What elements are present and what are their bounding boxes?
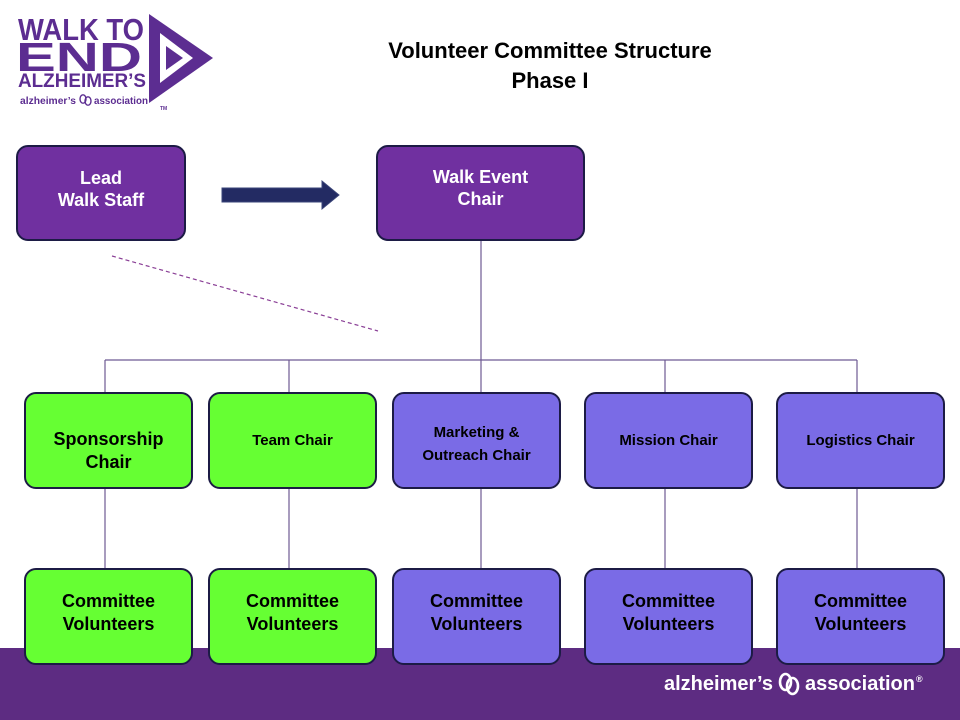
marketing-committee-volunteers-box: Committee Volunteers xyxy=(392,568,561,665)
walk-event-chair-box: Walk Event Chair xyxy=(376,145,585,241)
dashed-relation-line xyxy=(111,255,379,332)
committee-volunteers-line-2: Volunteers xyxy=(430,613,523,634)
logo-alzheimers-text: ALZHEIMER’S xyxy=(18,71,146,92)
committee-volunteers-line-1: Committee xyxy=(245,590,339,611)
logo-tagline-left: alzheimer’s xyxy=(20,96,76,107)
sponsorship-chair-line-1: Sponsorship xyxy=(53,428,164,449)
slide-title: Volunteer Committee Structure Phase I xyxy=(300,36,800,96)
committee-volunteers-line-1: Committee xyxy=(429,590,523,611)
logo-end-text: END xyxy=(16,34,142,80)
lead-walk-staff-line-1: Lead xyxy=(79,168,122,188)
committee-volunteers-line-2: Volunteers xyxy=(622,613,715,634)
triangle-inner-path xyxy=(166,46,183,70)
walk-event-chair-line-1: Walk Event xyxy=(432,167,529,187)
mission-committee-volunteers-box: Committee Volunteers xyxy=(584,568,753,665)
committee-volunteers-line-1: Committee xyxy=(61,590,155,611)
committee-volunteers-line-2: Volunteers xyxy=(246,613,339,634)
committee-volunteers-line-1: Committee xyxy=(813,590,907,611)
association-loops-icon xyxy=(79,94,92,106)
sponsorship-chair-box: Sponsorship Chair xyxy=(24,392,193,489)
logistics-chair-label: Logistics Chair xyxy=(806,432,915,449)
walk-event-chair-line-2: Chair xyxy=(457,189,504,209)
lead-walk-staff-line-2: Walk Staff xyxy=(57,190,145,210)
committee-volunteers-line-2: Volunteers xyxy=(62,613,155,634)
marketing-outreach-chair-box: Marketing & Outreach Chair xyxy=(392,392,561,489)
slide-title-line-2: Phase I xyxy=(511,68,589,93)
footer-brand-logo: alzheimer’s association ® xyxy=(664,670,923,698)
marketing-outreach-chair-line-1: Marketing & xyxy=(433,423,520,441)
logo-registered-mark: ® xyxy=(149,94,154,101)
logo-walk-to-text: WALK TO xyxy=(18,12,144,47)
committee-volunteers-line-2: Volunteers xyxy=(814,613,907,634)
sponsorship-committee-volunteers-box: Committee Volunteers xyxy=(24,568,193,665)
footer-brand-left: alzheimer’s xyxy=(664,672,773,695)
team-chair-label: Team Chair xyxy=(252,432,333,449)
footer-registered-mark: ® xyxy=(916,674,923,684)
footer-brand-right: association xyxy=(804,672,915,695)
logistics-chair-box: Logistics Chair xyxy=(776,392,945,489)
mission-chair-box: Mission Chair xyxy=(584,392,753,489)
sponsorship-chair-line-2: Chair xyxy=(85,451,132,472)
marketing-outreach-chair-line-2: Outreach Chair xyxy=(422,446,531,464)
mission-chair-label: Mission Chair xyxy=(619,432,718,449)
logistics-committee-volunteers-box: Committee Volunteers xyxy=(776,568,945,665)
right-arrow-icon xyxy=(221,179,340,211)
slide-title-line-1: Volunteer Committee Structure xyxy=(388,38,712,63)
logo-trademark: TM xyxy=(160,106,167,112)
committee-volunteers-line-1: Committee xyxy=(621,590,715,611)
team-chair-box: Team Chair xyxy=(208,392,377,489)
team-committee-volunteers-box: Committee Volunteers xyxy=(208,568,377,665)
walk-to-end-alzheimers-logo: WALK TO END ALZHEIMER’S alzheimer’s asso… xyxy=(16,12,213,112)
association-loops-icon xyxy=(778,672,800,696)
triangle-arrow-icon xyxy=(149,14,213,103)
lead-walk-staff-box: Lead Walk Staff xyxy=(16,145,186,241)
logo-tagline-right: association xyxy=(94,96,148,107)
